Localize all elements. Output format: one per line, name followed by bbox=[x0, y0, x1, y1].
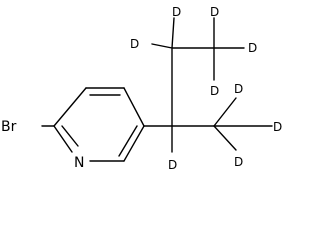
bond-n1-c2 bbox=[53, 125, 73, 153]
bond-c2-c3 bbox=[53, 87, 87, 127]
deuterium-label-upper-methyl-right: D bbox=[248, 41, 257, 55]
bond-c4-c5 bbox=[123, 87, 145, 127]
bond-c5-c6 bbox=[123, 125, 145, 162]
deuterium-label-upper-methyl-bottom: D bbox=[210, 84, 219, 98]
deuterium-label-ethyl-top: D bbox=[172, 5, 181, 19]
bond-lower-cd3-d-bottom bbox=[213, 125, 237, 151]
substituent-bonds bbox=[41, 17, 273, 153]
deuterium-label-upper-methyl-top: D bbox=[210, 5, 219, 19]
pyridine-ring bbox=[53, 87, 145, 162]
deuterium-label-lower-methyl-bottom: D bbox=[234, 155, 243, 169]
bond-c5-c6-inner bbox=[118, 125, 138, 157]
bond-cd2-d-left bbox=[151, 43, 173, 49]
deuterium-label-lower-methyl-top: D bbox=[234, 82, 243, 96]
bromine-label: Br bbox=[1, 119, 17, 135]
chemical-structure: Br N D D D D D D D D D bbox=[1, 5, 282, 172]
deuterium-label-ethyl-left: D bbox=[130, 37, 139, 51]
bond-lower-cd3-d-top bbox=[213, 97, 237, 127]
deuterium-label-lower-methyl-right: D bbox=[273, 120, 282, 134]
nitrogen-label: N bbox=[74, 155, 84, 171]
bond-n1-c2-inner bbox=[61, 125, 79, 147]
bond-cd2-d-top bbox=[171, 17, 175, 49]
deuterium-label-methine: D bbox=[168, 158, 177, 172]
